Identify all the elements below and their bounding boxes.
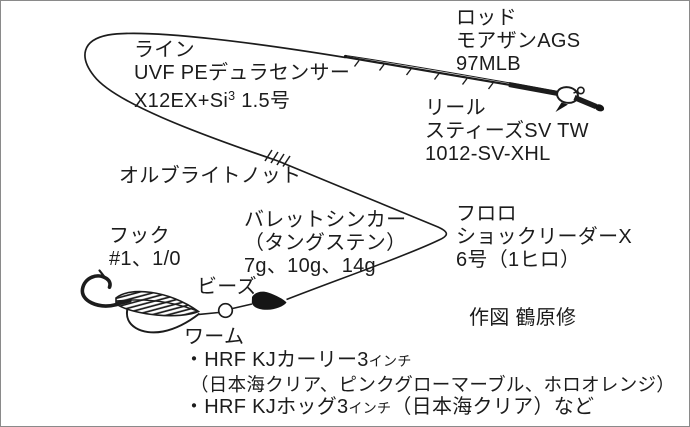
sinker-weights: 7g、10g、14g <box>244 255 376 277</box>
leader-line-path <box>277 160 448 301</box>
hook-sizes: #1、1/0 <box>109 248 181 270</box>
line-label: ライン UVF PEデュラセンサー X12EX+Si3 1.5号 <box>134 39 350 113</box>
credit-label: 作図 鶴原修 <box>469 307 577 329</box>
reel-model: スティーズSV TW <box>425 120 589 142</box>
sinker-label-title: バレットシンカー <box>244 209 407 231</box>
beads-label: ビーズ <box>197 276 257 298</box>
reel-label: リール スティーズSV TW 1012-SV-XHL <box>425 97 589 166</box>
leader-label: フロロ ショックリーダーX 6号（1ヒロ） <box>456 203 632 272</box>
reel-label-title: リール <box>425 97 486 119</box>
superscript-3: 3 <box>228 89 236 103</box>
leader-label-title: フロロ <box>456 203 517 225</box>
rod-label: ロッド モアザンAGS 97MLB <box>456 7 580 76</box>
rod-tip <box>343 54 348 59</box>
line-model: UVF PEデュラセンサー <box>134 62 351 84</box>
bullet-sinker-shape <box>251 291 287 310</box>
leader-spec: 6号（1ヒロ） <box>456 249 581 271</box>
rod-rear-grip <box>573 94 598 110</box>
hook-label-title: フック <box>109 225 170 247</box>
worm-label: ワーム ・HRF KJカーリー3インチ （日本海クリア、ピンクグローマーブル、ホ… <box>184 326 675 420</box>
rod-foregrip <box>508 82 559 96</box>
reel-spec: 1012-SV-XHL <box>425 143 551 165</box>
reel-foot <box>555 102 568 112</box>
sinker-label: バレットシンカー （タングステン） 7g、10g、14g <box>244 209 406 278</box>
pe-line-path <box>84 32 346 162</box>
hook-shape <box>80 269 132 308</box>
line-label-title: ライン <box>134 39 195 61</box>
rod-drawing <box>343 54 605 112</box>
worm-curly-tail <box>126 308 201 334</box>
line-spec: X12EX+Si3 1.5号 <box>134 89 291 112</box>
worm-item-1-colors: （日本海クリア、ピンクグローマーブル、ホロオレンジ） <box>190 374 676 395</box>
rod-guides <box>353 60 494 90</box>
knot-label: オルブライトノット <box>119 165 302 187</box>
rod-butt-cap <box>594 104 605 112</box>
leader-model: ショックリーダーX <box>456 226 633 248</box>
albright-knot-marks <box>264 149 291 167</box>
rod-label-title: ロッド <box>456 7 517 29</box>
bead-shape <box>217 302 234 319</box>
rod-model: モアザンAGS <box>456 30 581 52</box>
hook-label: フック #1、1/0 <box>109 225 181 271</box>
worm-shape <box>115 290 201 334</box>
rod-length: 97MLB <box>456 53 521 75</box>
hook-barb <box>98 269 107 279</box>
worm-item-1: ・HRF KJカーリー3インチ <box>184 349 412 371</box>
worm-item-2: ・HRF KJホッグ3インチ（日本海クリア）など <box>184 396 595 418</box>
leader-tip-line <box>198 303 253 316</box>
reel-handle-knob <box>576 86 585 95</box>
worm-label-title: ワーム <box>184 326 245 348</box>
sinker-material: （タングステン） <box>244 232 407 254</box>
